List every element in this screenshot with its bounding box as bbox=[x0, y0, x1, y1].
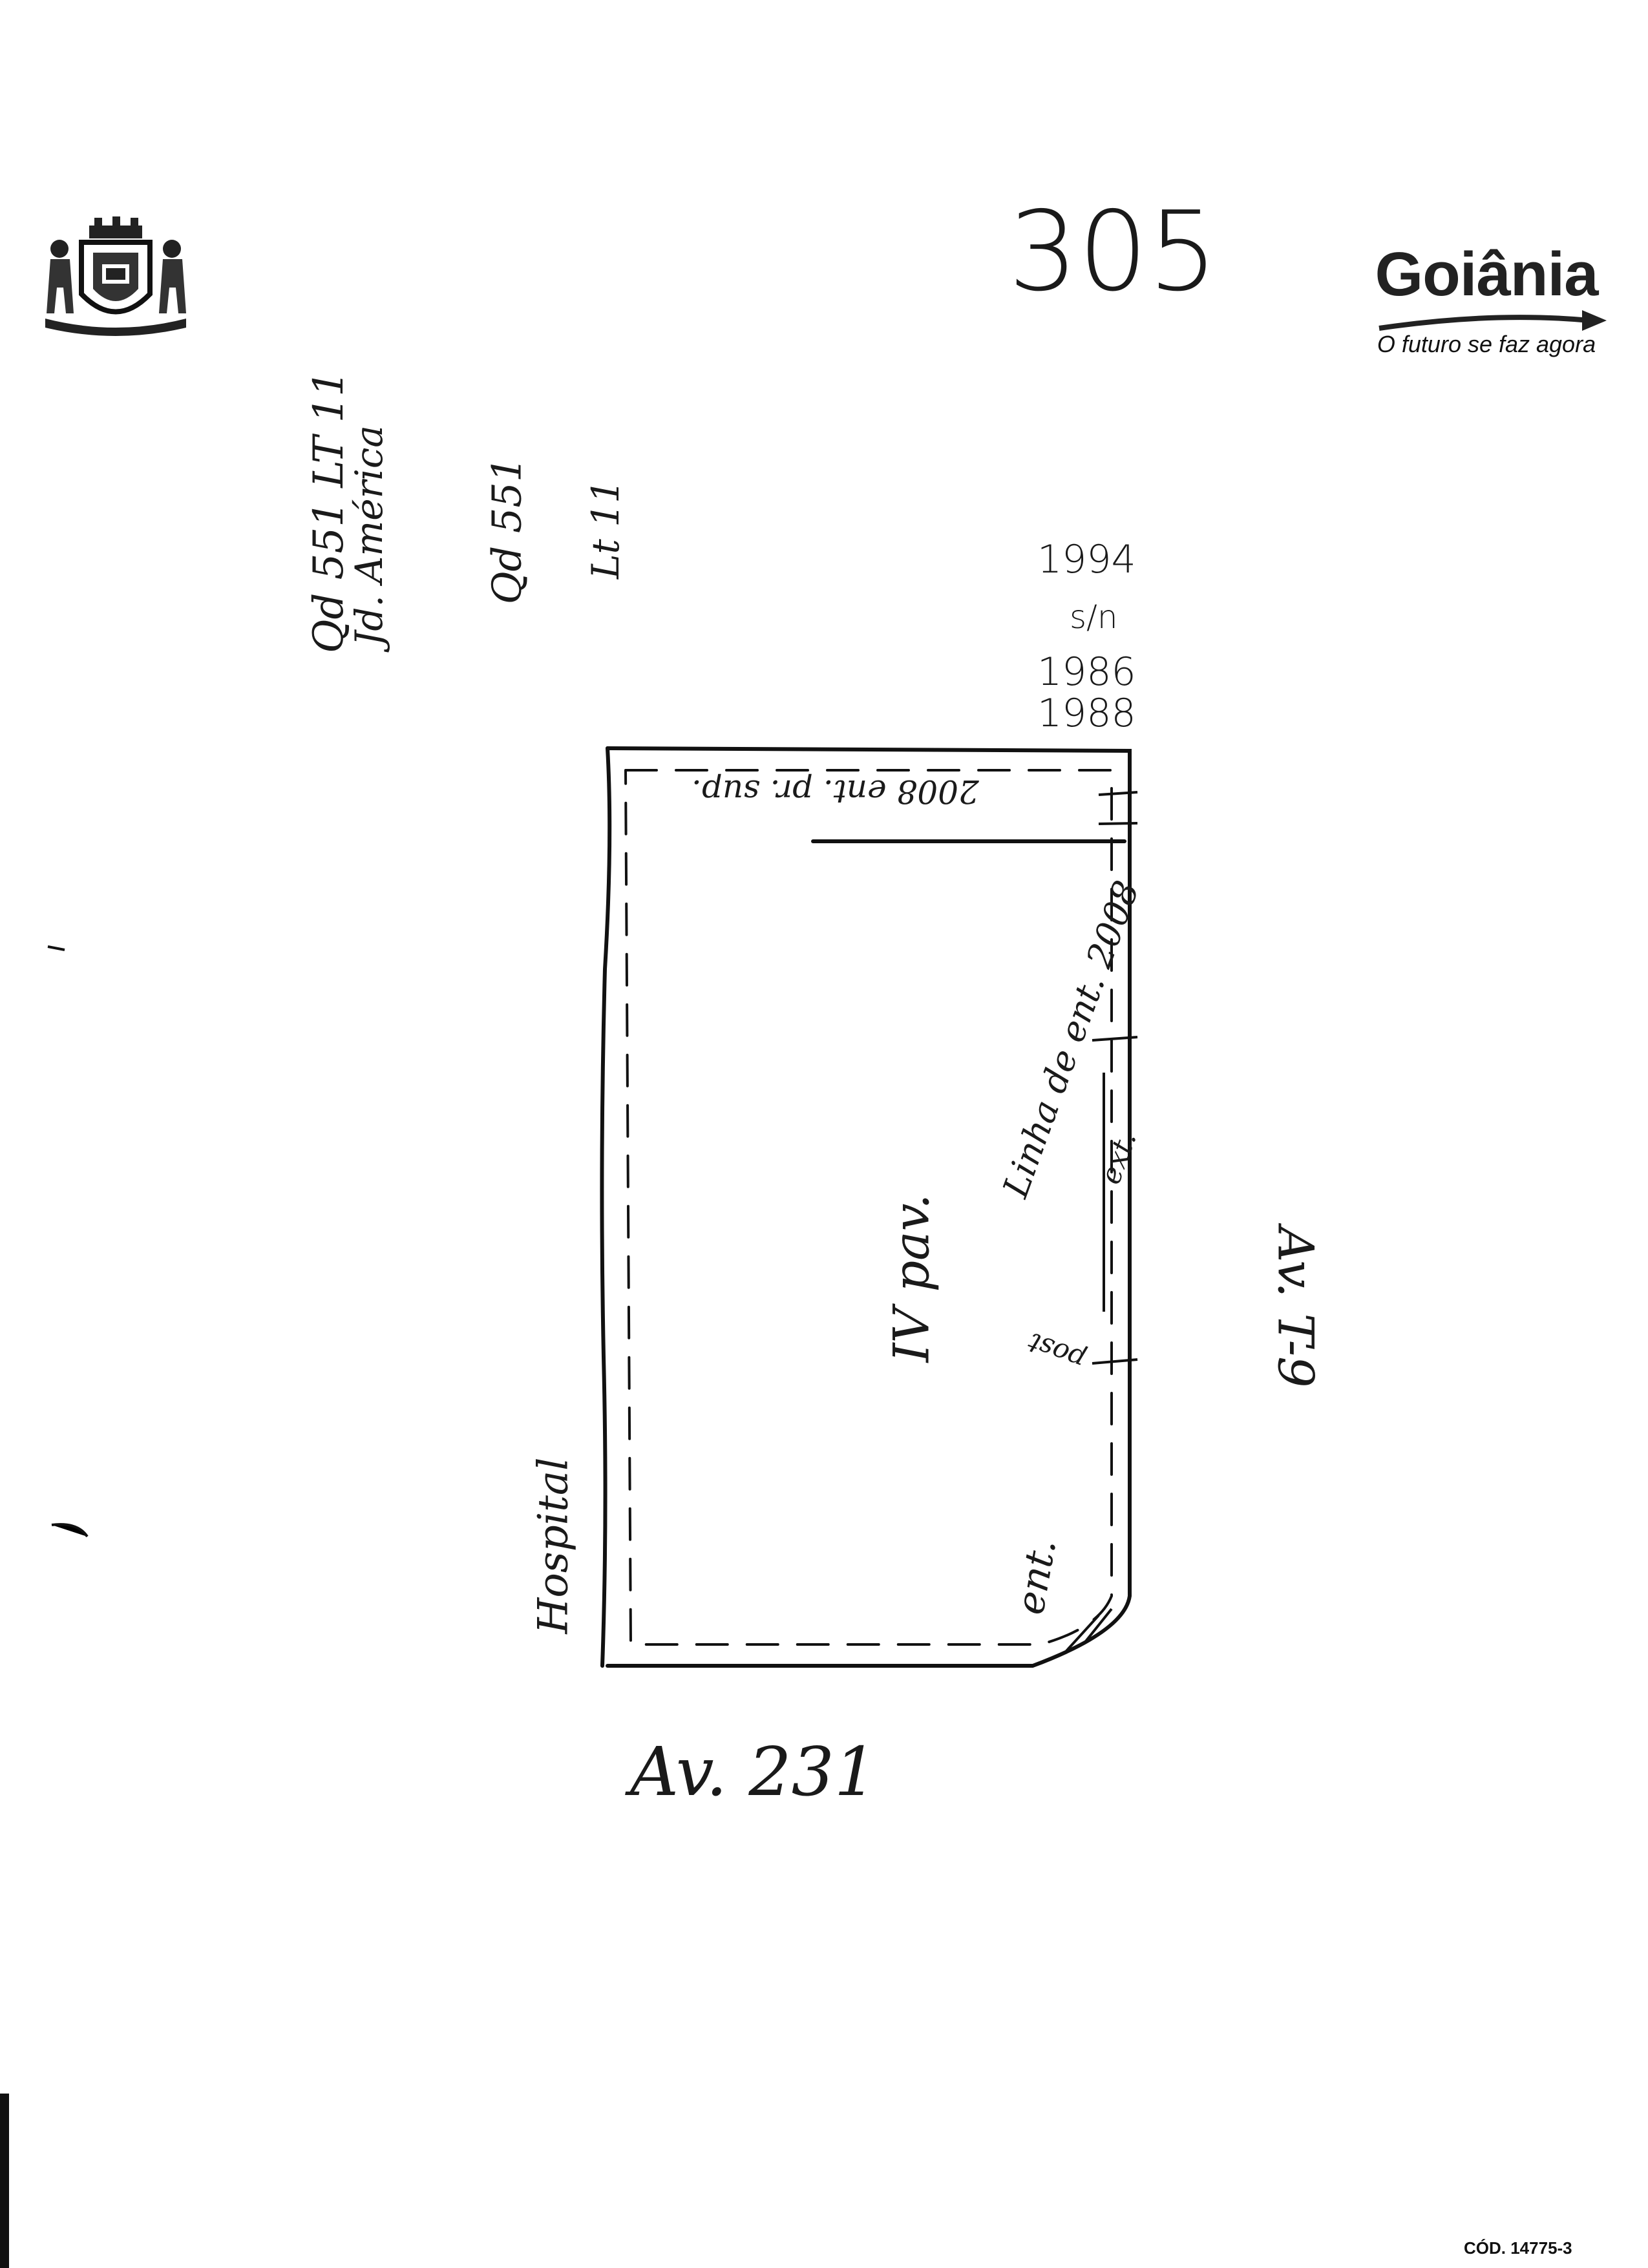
lot-note-left-2: Jd. América bbox=[346, 425, 391, 646]
note-top-inner: 2008 ent. pr. sup. bbox=[692, 773, 979, 810]
tick-corner-2 bbox=[1084, 1608, 1113, 1643]
brand-slogan: O futuro se faz agora bbox=[1377, 331, 1596, 357]
margin-mark-2 bbox=[51, 1523, 89, 1538]
margin-mark-1 bbox=[47, 945, 65, 951]
year-1994: 1994 bbox=[1037, 537, 1136, 582]
tick-mid-3 bbox=[1092, 1358, 1138, 1365]
year-sn: s/n bbox=[1070, 598, 1118, 636]
tick-top-2 bbox=[1098, 822, 1138, 825]
brand-arrow-icon bbox=[1379, 310, 1607, 331]
year-1986: 1986 bbox=[1037, 649, 1136, 695]
coat-of-arms-icon bbox=[45, 216, 186, 336]
document-code: CÓD. 14775-3 bbox=[1464, 2238, 1572, 2258]
lot-note-mid-2: Lt 11 bbox=[584, 479, 628, 580]
tick-mid-1 bbox=[1092, 1036, 1138, 1042]
note-avenue-231: Av. 231 bbox=[630, 1732, 877, 1811]
lot-note-left-1: Qd 551 LT 11 bbox=[305, 370, 354, 654]
brand-title: Goiânia bbox=[1375, 240, 1598, 309]
scan-edge bbox=[0, 2094, 9, 2268]
plot-outline bbox=[606, 746, 1132, 1668]
note-pavement: IV pav. bbox=[882, 1193, 940, 1363]
plot-inner-dashed bbox=[624, 769, 1113, 1646]
tick-top-1 bbox=[1098, 791, 1138, 796]
note-hospital: Hospital bbox=[529, 1457, 578, 1634]
note-avenue-t9: Av. T-9 bbox=[1267, 1226, 1325, 1388]
lot-note-mid: Qd 551 bbox=[483, 456, 531, 605]
plot-left-edge bbox=[600, 746, 612, 1668]
year-1988: 1988 bbox=[1037, 691, 1136, 736]
tick-corner-1 bbox=[1065, 1614, 1100, 1652]
page-number: 305 bbox=[1008, 188, 1218, 316]
